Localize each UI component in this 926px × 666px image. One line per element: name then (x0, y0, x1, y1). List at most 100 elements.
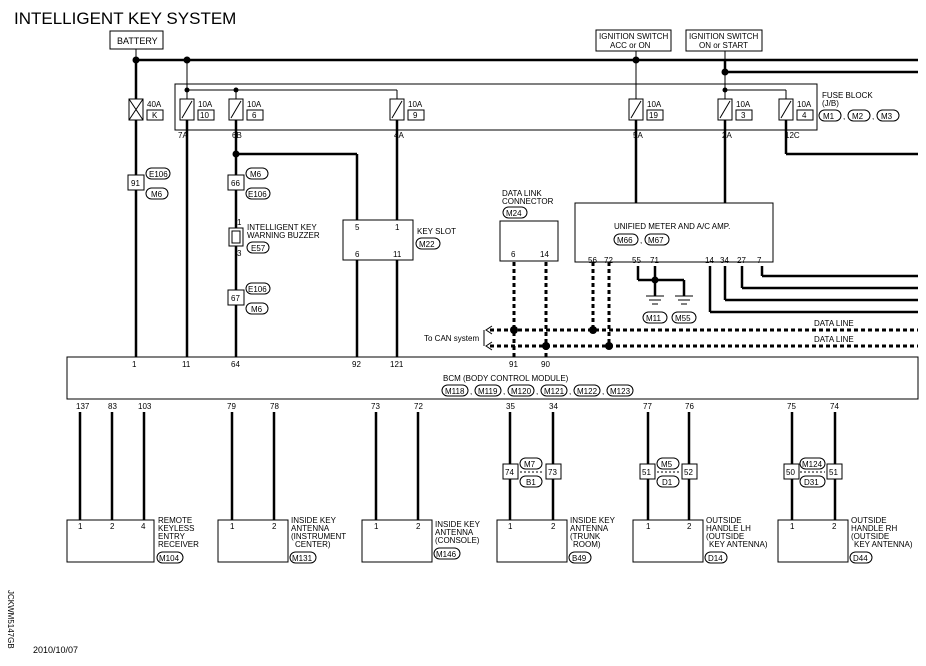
svg-text:M5: M5 (661, 460, 673, 469)
svg-text:40A: 40A (147, 100, 162, 109)
svg-text:D31: D31 (804, 478, 819, 487)
svg-text:KEY ANTENNA): KEY ANTENNA) (709, 540, 768, 549)
inside-key-antenna-console: 1 2 INSIDE KEY ANTENNA (CONSOLE) M146 (361, 519, 481, 563)
svg-text:M124: M124 (802, 460, 823, 469)
svg-text:M146: M146 (436, 550, 457, 559)
svg-text:5: 5 (355, 223, 360, 232)
key-slot-label: KEY SLOT (417, 227, 456, 236)
outside-handle-rh: 1 2 OUTSIDE HANDLE RH (OUTSIDE KEY ANTEN… (777, 516, 913, 564)
svg-text:6: 6 (355, 250, 360, 259)
svg-text:78: 78 (270, 402, 279, 411)
fuse-block-label: FUSE BLOCK (822, 91, 873, 100)
svg-text:E106: E106 (149, 170, 168, 179)
ignition-on-label-2: ON or START (699, 41, 748, 50)
svg-text:2: 2 (832, 522, 837, 531)
svg-text:,: , (536, 387, 538, 396)
svg-text:1: 1 (374, 522, 379, 531)
fuse-10a-6: 10A 6 6B (228, 98, 264, 140)
svg-text:90: 90 (541, 360, 550, 369)
svg-text:52: 52 (684, 468, 693, 477)
svg-text:10A: 10A (198, 100, 213, 109)
svg-text:M7: M7 (524, 460, 536, 469)
svg-text:77: 77 (643, 402, 652, 411)
inline-connector-lh: 51 52 M5 D1 (639, 457, 698, 488)
svg-text:10A: 10A (736, 100, 751, 109)
ignition-on-label-1: IGNITION SWITCH (689, 32, 759, 41)
svg-text:D1: D1 (662, 478, 673, 487)
inside-key-antenna-instrument: 1 2 INSIDE KEY ANTENNA (INSTRUMENT CENTE… (217, 516, 346, 564)
svg-text:6: 6 (511, 250, 516, 259)
svg-text:INSIDE KEY: INSIDE KEY (291, 516, 337, 525)
svg-text:2: 2 (687, 522, 692, 531)
svg-text:76: 76 (685, 402, 694, 411)
key-slot (342, 219, 414, 261)
data-link-label-2: CONNECTOR (502, 197, 554, 206)
svg-text:2A: 2A (722, 131, 732, 140)
inline-connector-trunk: 74 73 M7 B1 (502, 457, 562, 488)
svg-text:,: , (569, 387, 571, 396)
svg-text:2: 2 (551, 522, 556, 531)
svg-text:,: , (640, 236, 642, 245)
svg-text:19: 19 (649, 111, 658, 120)
svg-text:11: 11 (182, 360, 191, 369)
svg-text:79: 79 (227, 402, 236, 411)
svg-text:10: 10 (200, 111, 209, 120)
svg-text:67: 67 (231, 294, 240, 303)
svg-text:71: 71 (650, 256, 659, 265)
svg-text:M118: M118 (445, 387, 465, 396)
data-line-label-2: DATA LINE (814, 335, 854, 344)
buzzer-label-1: INTELLIGENT KEY (247, 223, 317, 232)
svg-text:4A: 4A (394, 131, 404, 140)
svg-text:34: 34 (720, 256, 729, 265)
svg-text:CENTER): CENTER) (295, 540, 331, 549)
svg-text:HANDLE RH: HANDLE RH (851, 524, 897, 533)
svg-text:9: 9 (413, 111, 418, 120)
svg-text:E106: E106 (248, 285, 267, 294)
svg-text:KEYLESS: KEYLESS (158, 524, 194, 533)
svg-text:3: 3 (237, 249, 242, 258)
svg-text:73: 73 (371, 402, 380, 411)
svg-text:1: 1 (395, 223, 400, 232)
fuse-10a-4: 10A 4 12C (778, 98, 814, 140)
svg-text:103: 103 (138, 402, 152, 411)
svg-text:1: 1 (508, 522, 513, 531)
svg-text:64: 64 (231, 360, 240, 369)
svg-text:5A: 5A (633, 131, 643, 140)
svg-text:121: 121 (390, 360, 404, 369)
svg-text:B49: B49 (572, 554, 587, 563)
svg-text:27: 27 (737, 256, 746, 265)
svg-text:OUTSIDE: OUTSIDE (851, 516, 887, 525)
svg-text:51: 51 (829, 468, 838, 477)
svg-text:M24: M24 (506, 209, 522, 218)
svg-text:M104: M104 (159, 554, 180, 563)
svg-text:56: 56 (588, 256, 597, 265)
svg-text:INSIDE KEY: INSIDE KEY (435, 520, 481, 529)
bcm-connectors: M118 , M119 , M120 , M121 , M122 , M123 (441, 384, 634, 397)
ground-icon (675, 295, 693, 305)
data-link-connector (499, 220, 559, 262)
svg-text:K: K (152, 111, 158, 120)
svg-text:2: 2 (272, 522, 277, 531)
svg-text:D14: D14 (708, 554, 723, 563)
svg-text:11: 11 (393, 250, 402, 259)
svg-text:ANTENNA: ANTENNA (291, 524, 330, 533)
svg-text:M6: M6 (151, 190, 163, 199)
svg-text:4: 4 (141, 522, 146, 531)
fuse-10a-19: 10A 19 5A (628, 98, 664, 140)
svg-text:M6: M6 (250, 170, 262, 179)
svg-text:(OUTSIDE: (OUTSIDE (706, 532, 744, 541)
ignition-on-box (685, 29, 763, 52)
diagram-code: JCKWM5147GB (6, 590, 15, 649)
svg-text:M120: M120 (511, 387, 532, 396)
svg-text:HANDLE LH: HANDLE LH (706, 524, 751, 533)
svg-text:51: 51 (642, 468, 651, 477)
svg-text:1: 1 (790, 522, 795, 531)
fuse-conn-2: M2 (852, 112, 864, 121)
svg-text:M22: M22 (419, 240, 435, 249)
svg-text:7: 7 (757, 256, 762, 265)
svg-text:1: 1 (230, 522, 235, 531)
svg-text:50: 50 (786, 468, 795, 477)
svg-text:7A: 7A (178, 131, 188, 140)
svg-text:ANTENNA: ANTENNA (570, 524, 609, 533)
svg-text:INSIDE KEY: INSIDE KEY (570, 516, 616, 525)
